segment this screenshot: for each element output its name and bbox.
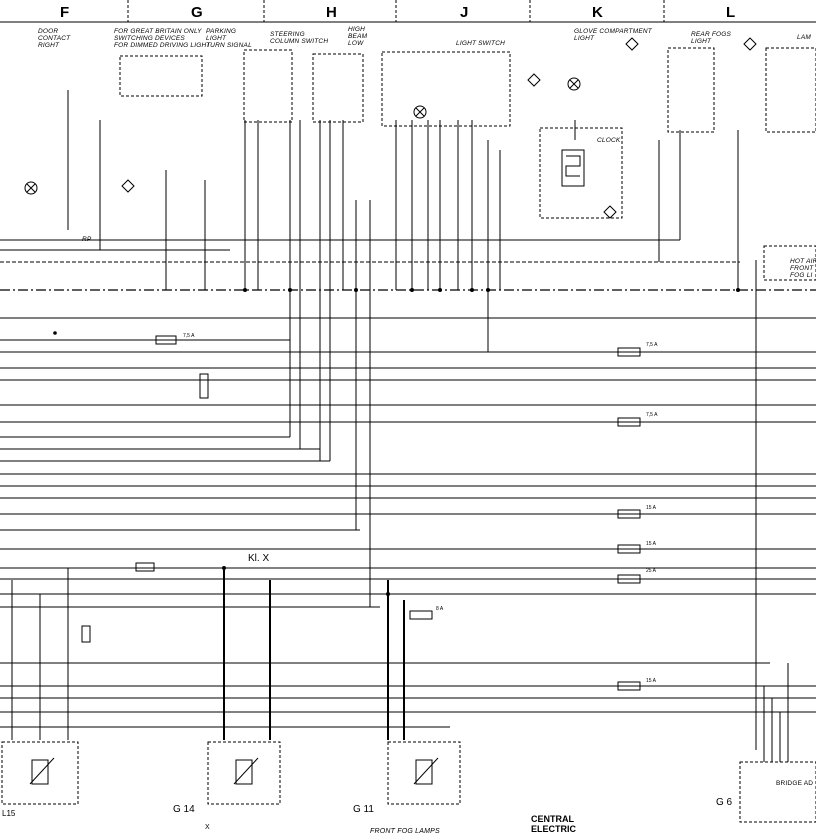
kl-x-label: Kl. X xyxy=(248,553,270,564)
relay-g14 xyxy=(207,741,281,805)
steering-switch-label: STEERING COLUMN SWITCH xyxy=(270,31,329,45)
switch-lamp-symbol xyxy=(413,105,427,119)
fuse-rating: 25 A xyxy=(646,568,657,574)
front-fog-lamps-label: FRONT FOG LAMPS xyxy=(370,828,440,835)
connector-box xyxy=(135,562,155,572)
fuse-box xyxy=(617,544,641,554)
fuse-box xyxy=(617,347,641,357)
rear-fog-box-1 xyxy=(667,47,715,133)
fuse-rating: 7,5 A xyxy=(183,333,195,339)
fuse-box xyxy=(617,509,641,519)
high-beam-label: HIGH BEAM LOW xyxy=(348,26,368,47)
connector-box xyxy=(81,625,91,643)
fuse-rating: 7,5 A xyxy=(646,412,658,418)
bridge-label: BRIDGE AD xyxy=(776,780,814,787)
column-f-letter: F xyxy=(60,4,70,21)
parking-light-label: PARKING LIGHT TURN SIGNAL xyxy=(206,28,252,49)
clock-box xyxy=(539,127,623,219)
fuse-rating: 15 A xyxy=(646,505,657,511)
fuse-box xyxy=(155,335,177,345)
column-k-letter: K xyxy=(592,4,603,21)
column-h-letter: H xyxy=(326,4,337,21)
gb-switch-box xyxy=(119,55,203,97)
clock-display xyxy=(561,149,585,187)
fuse-rating: 15 A xyxy=(646,541,657,547)
door-lamp-symbol xyxy=(24,181,38,195)
light-switch-label: LIGHT SWITCH xyxy=(456,40,505,47)
g11-label: G 11 xyxy=(353,804,374,815)
fuse-rating: 7,5 A xyxy=(646,342,658,348)
relay-coil-2 xyxy=(235,759,253,785)
g6-label: G 6 xyxy=(716,797,733,808)
steering-switch-box xyxy=(312,53,364,123)
rear-fog-box-2 xyxy=(765,47,816,133)
glove-compartment-label: GLOVE COMPARTMENT LIGHT xyxy=(574,28,652,42)
glove-lamp-symbol xyxy=(567,77,581,91)
relay-l15 xyxy=(1,741,79,805)
fuse-rating: 15 A xyxy=(646,678,657,684)
central-electric-label: CENTRAL ELECTRIC xyxy=(531,814,576,834)
lamp-label: LAM xyxy=(797,34,811,41)
parking-switch-box xyxy=(243,49,293,123)
rear-fogs-label: REAR FOGS LIGHT xyxy=(691,31,732,45)
relay-coil-3 xyxy=(415,759,433,785)
fuse-box xyxy=(617,417,641,427)
relay-g11 xyxy=(387,741,461,805)
door-contact-label: DOOR CONTACT RIGHT xyxy=(38,28,71,49)
clock-label: CLOCK xyxy=(597,137,621,144)
hot-air-box xyxy=(763,245,816,281)
l15-label: L15 xyxy=(2,809,16,818)
relay-coil-1 xyxy=(31,759,49,785)
column-j-letter: J xyxy=(460,4,469,21)
column-l-letter: L xyxy=(726,4,736,21)
fuse-rating: 8 A xyxy=(436,606,444,612)
column-g-letter: G xyxy=(191,4,203,21)
fuse-box xyxy=(617,681,641,691)
fuse-box xyxy=(617,574,641,584)
bridge-adapter-box xyxy=(739,761,816,823)
g14-label: G 14 xyxy=(173,804,195,815)
resistor-box xyxy=(199,373,209,399)
hot-air-label: HOT AIR FRONT FOG LI xyxy=(790,258,816,279)
fuse-box xyxy=(409,610,433,620)
light-switch-box xyxy=(381,51,511,127)
gb-switching-label: FOR GREAT BRITAIN ONLY SWITCHING DEVICES… xyxy=(114,28,211,49)
x-sublabel: X xyxy=(205,824,210,831)
